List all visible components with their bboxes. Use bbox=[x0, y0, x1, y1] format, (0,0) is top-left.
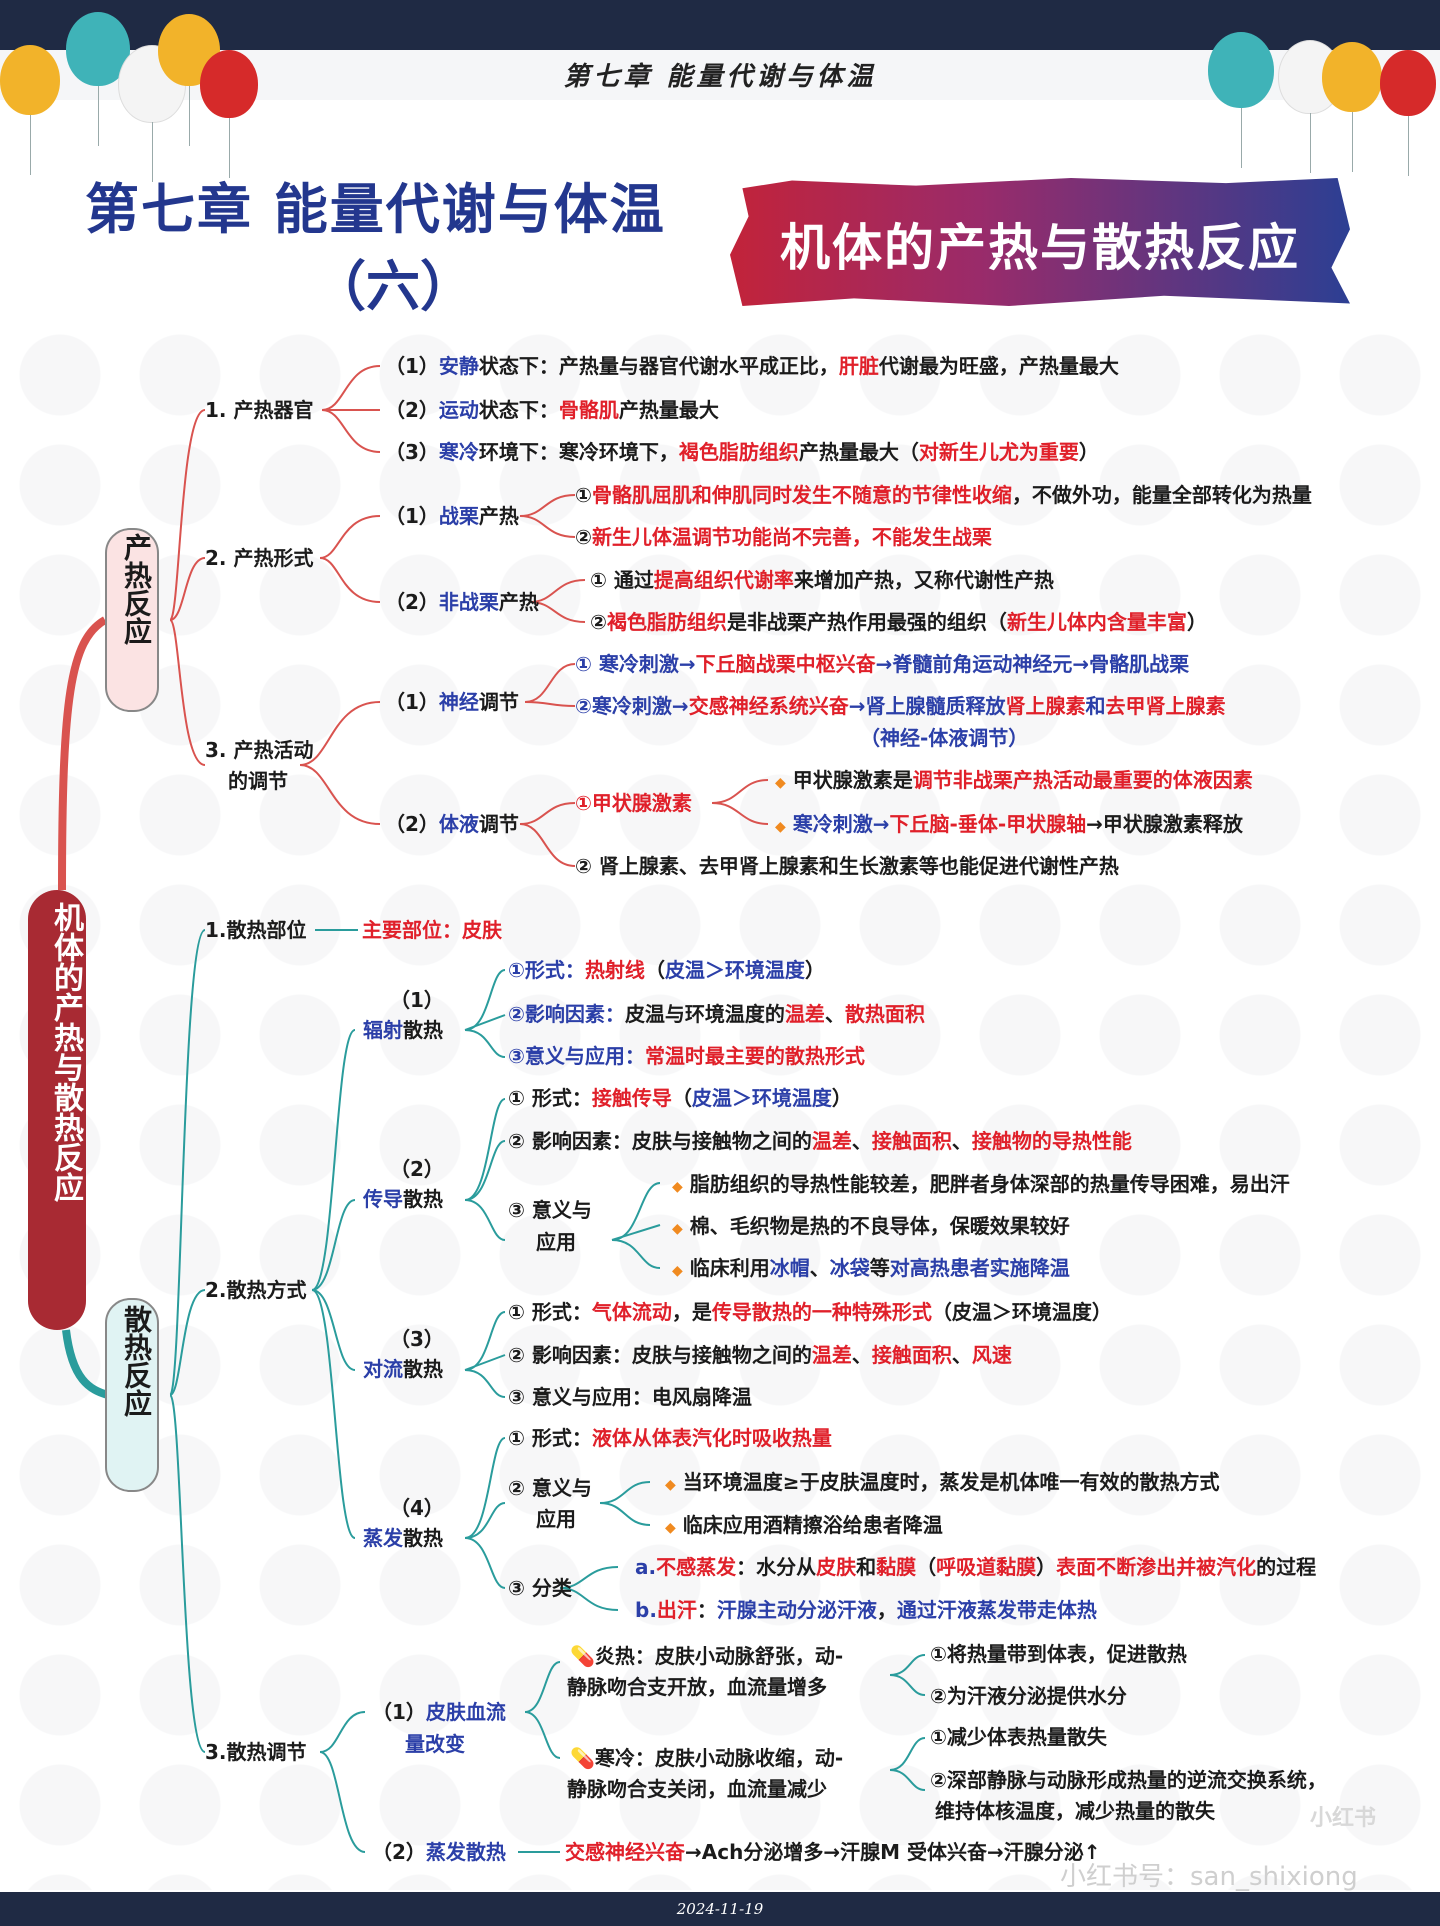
convection-item-2: ② 影响因素：皮肤与接触物之间的温差、接触面积、风速 bbox=[508, 1341, 1012, 1369]
evaporation-classify: ③ 分类 bbox=[508, 1574, 572, 1602]
bullet-icon: ◆ bbox=[672, 1221, 683, 1237]
convection-item-3: ③ 意义与应用：电风扇降温 bbox=[508, 1383, 752, 1411]
neural-label: （1）神经调节 bbox=[385, 688, 519, 716]
convection-label: 对流散热 bbox=[363, 1355, 443, 1383]
watermark-text: 小红书号：san_shixiong bbox=[1060, 1856, 1358, 1893]
conduction-no: （2） bbox=[390, 1155, 444, 1183]
forms-label: 2. 产热形式 bbox=[205, 544, 313, 572]
evaporation-label: 蒸发散热 bbox=[363, 1524, 443, 1552]
date-label: 2024-11-19 bbox=[0, 1900, 1440, 1918]
pill-icon: 💊 bbox=[570, 1644, 595, 1668]
methods-label: 2.散热方式 bbox=[205, 1276, 307, 1304]
evaporation-no: （4） bbox=[390, 1494, 444, 1522]
thyroid-item-1: ◆ 甲状腺激素是调节非战栗产热活动最重要的体液因素 bbox=[775, 766, 1253, 797]
conduction-meaning-2: 应用 bbox=[536, 1228, 576, 1256]
organs-item-1: （1）安静状态下：产热量与器官代谢水平成正比，肝脏代谢最为旺盛，产热量最大 bbox=[385, 352, 1119, 380]
humoral-label: （2）体液调节 bbox=[385, 810, 519, 838]
bullet-icon: ◆ bbox=[665, 1477, 676, 1493]
conduction-meaning-1: ③ 意义与 bbox=[508, 1196, 592, 1224]
shiver-item-2: ②新生儿体温调节功能尚不完善，不能发生战栗 bbox=[575, 523, 992, 551]
evaporation-meaning-1: ② 意义与 bbox=[508, 1474, 592, 1502]
convection-no: （3） bbox=[390, 1325, 444, 1353]
cold-item-3: 维持体核温度，减少热量的散失 bbox=[935, 1797, 1215, 1825]
shiver-label: （1）战栗产热 bbox=[385, 502, 519, 530]
site-value: 主要部位：皮肤 bbox=[362, 916, 502, 944]
heat-loss-label: 散热反应 bbox=[103, 1305, 157, 1417]
organs-item-2: （2）运动状态下：骨骼肌产热量最大 bbox=[385, 396, 719, 424]
blood-flow-label-1: （1）皮肤血流 bbox=[372, 1698, 506, 1726]
evaporation-classify-item-1: a.不感蒸发：水分从皮肤和黏膜（呼吸道黏膜）表面不断渗出并被汽化的过程 bbox=[635, 1553, 1316, 1581]
evaporation-meaning-2: 应用 bbox=[536, 1505, 576, 1533]
evaporation-meaning-item-2: ◆ 临床应用酒精擦浴给患者降温 bbox=[665, 1511, 943, 1542]
conduction-meaning-item-3: ◆ 临床利用冰帽、冰袋等对高热患者实施降温 bbox=[672, 1254, 1070, 1285]
nonshiver-item-2: ②褐色脂肪组织是非战栗产热作用最强的组织（新生儿体内含量丰富） bbox=[590, 608, 1207, 636]
cold-line-1: 💊寒冷：皮肤小动脉收缩，动- bbox=[570, 1744, 843, 1772]
organs-label: 1. 产热器官 bbox=[205, 396, 313, 424]
sweat-chain: 交感神经兴奋→Ach分泌增多→汗腺M 受体兴奋→汗腺分泌↑ bbox=[565, 1838, 1100, 1866]
humoral-other: ② 肾上腺素、去甲肾上腺素和生长激素等也能促进代谢性产热 bbox=[575, 852, 1119, 880]
conduction-label: 传导散热 bbox=[363, 1185, 443, 1213]
pill-icon: 💊 bbox=[570, 1746, 595, 1770]
bullet-icon: ◆ bbox=[672, 1263, 683, 1279]
watermark-logo: 小红书 bbox=[1310, 1800, 1376, 1832]
bullet-icon: ◆ bbox=[775, 819, 786, 835]
neural-note: （神经-体液调节） bbox=[860, 724, 1028, 752]
evaporation-classify-item-2: b.出汗：汗腺主动分泌汗液，通过汗液蒸发带走体热 bbox=[635, 1596, 1097, 1624]
bullet-icon: ◆ bbox=[672, 1179, 683, 1195]
hot-item-1: ①将热量带到体表，促进散热 bbox=[930, 1640, 1187, 1668]
evaporation-meaning-item-1: ◆ 当环境温度≥于皮肤温度时，蒸发是机体唯一有效的散热方式 bbox=[665, 1468, 1220, 1499]
radiation-no: （1） bbox=[390, 986, 444, 1014]
cold-item-2: ②深部静脉与动脉形成热量的逆流交换系统， bbox=[930, 1766, 1327, 1794]
conduction-item-2: ② 影响因素：皮肤与接触物之间的温差、接触面积、接触物的导热性能 bbox=[508, 1127, 1132, 1155]
radiation-item-1: ①形式：热射线（皮温＞环境温度） bbox=[508, 956, 825, 984]
cold-item-1: ①减少体表热量散失 bbox=[930, 1723, 1107, 1751]
hot-line-1: 💊炎热：皮肤小动脉舒张，动- bbox=[570, 1642, 843, 1670]
organs-item-3: （3）寒冷环境下：寒冷环境下，褐色脂肪组织产热量最大（对新生儿尤为重要） bbox=[385, 438, 1099, 466]
conduction-meaning-item-1: ◆ 脂肪组织的导热性能较差，肥胖者身体深部的热量传导困难，易出汗 bbox=[672, 1170, 1290, 1201]
thyroid-item-2: ◆ 寒冷刺激→下丘脑-垂体-甲状腺轴→甲状腺激素释放 bbox=[775, 810, 1243, 841]
nonshiver-item-1: ① 通过提高组织代谢率来增加产热，又称代谢性产热 bbox=[590, 566, 1054, 594]
hot-line-2: 静脉吻合支开放，血流量增多 bbox=[567, 1673, 827, 1701]
evaporation-form: ① 形式：液体从体表汽化时吸收热量 bbox=[508, 1424, 832, 1452]
thyroid-label: ①甲状腺激素 bbox=[575, 789, 692, 817]
radiation-item-3: ③意义与应用：常温时最主要的散热形式 bbox=[508, 1042, 865, 1070]
convection-item-1: ① 形式：气体流动，是传导散热的一种特殊形式（皮温＞环境温度） bbox=[508, 1298, 1112, 1326]
neural-item-2: ②寒冷刺激→交感神经系统兴奋→肾上腺髓质释放肾上腺素和去甲肾上腺素 bbox=[575, 692, 1225, 720]
regulation-label-2: 的调节 bbox=[228, 767, 288, 795]
bullet-icon: ◆ bbox=[665, 1520, 676, 1536]
loss-regulation-label: 3.散热调节 bbox=[205, 1738, 307, 1766]
radiation-item-2: ②影响因素：皮温与环境温度的温差、散热面积 bbox=[508, 1000, 925, 1028]
neural-item-1: ① 寒冷刺激→下丘脑战栗中枢兴奋→脊髓前角运动神经元→骨骼肌战栗 bbox=[575, 650, 1189, 678]
conduction-item-1: ① 形式：接触传导（皮温＞环境温度） bbox=[508, 1084, 852, 1112]
bullet-icon: ◆ bbox=[775, 775, 786, 791]
nonshiver-label: （2）非战栗产热 bbox=[385, 588, 539, 616]
root-label: 机体的产热与散热反应 bbox=[28, 902, 86, 1202]
cold-line-2: 静脉吻合支关闭，血流量减少 bbox=[567, 1775, 827, 1803]
site-label: 1.散热部位 bbox=[205, 916, 307, 944]
radiation-label: 辐射散热 bbox=[363, 1016, 443, 1044]
conduction-meaning-item-2: ◆ 棉、毛织物是热的不良导体，保暖效果较好 bbox=[672, 1212, 1070, 1243]
sweat-label: （2）蒸发散热 bbox=[372, 1838, 506, 1866]
hot-item-2: ②为汗液分泌提供水分 bbox=[930, 1682, 1127, 1710]
regulation-label-1: 3. 产热活动 bbox=[205, 736, 313, 764]
shiver-item-1: ①骨骼肌屈肌和伸肌同时发生不随意的节律性收缩，不做外功，能量全部转化为热量 bbox=[575, 481, 1312, 509]
blood-flow-label-2: 量改变 bbox=[405, 1730, 465, 1758]
heat-production-label: 产热反应 bbox=[103, 533, 157, 645]
